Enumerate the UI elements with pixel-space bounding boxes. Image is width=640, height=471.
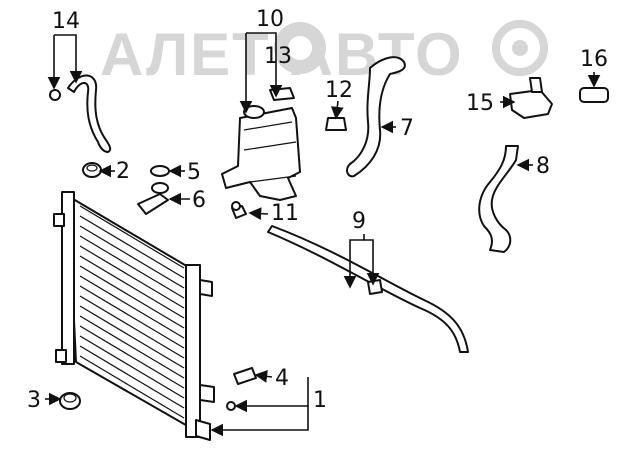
callout-10: 10 — [256, 7, 284, 32]
drain-plug — [59, 392, 81, 410]
bolt-11 — [231, 201, 247, 219]
overflow-hose — [49, 74, 112, 153]
callout-16: 16 — [580, 47, 608, 72]
callout-3: 3 — [27, 388, 41, 413]
radiator — [53, 191, 215, 441]
callout-9: 9 — [352, 209, 366, 234]
callout-labels: 14 2 3 4 1 5 6 7 8 9 10 11 12 13 15 16 — [27, 7, 608, 413]
bleed-fitting — [137, 182, 169, 215]
clip-12 — [325, 117, 347, 131]
coolant-reservoir — [221, 105, 301, 201]
callout-14: 14 — [52, 9, 80, 34]
callout-15: 15 — [466, 91, 494, 116]
bypass-hose — [267, 225, 469, 353]
watermark-gear-icon — [274, 22, 326, 74]
leader-lines — [45, 32, 601, 437]
watermark-logo: АЛЕТ АВТО — [100, 20, 548, 88]
water-outlet — [509, 77, 553, 119]
callout-11: 11 — [271, 201, 299, 226]
callout-13: 13 — [264, 44, 292, 69]
callout-6: 6 — [192, 188, 206, 213]
lower-radiator-hose — [478, 145, 519, 253]
reservoir-bracket — [269, 87, 295, 101]
callout-2: 2 — [116, 159, 130, 184]
callout-12: 12 — [325, 78, 353, 103]
callout-7: 7 — [400, 116, 414, 141]
hose-clamp-5 — [150, 165, 170, 177]
radiator-cap-2 — [82, 162, 102, 178]
small-tube — [579, 87, 609, 103]
upper-radiator-hose — [346, 56, 406, 178]
callout-1: 1 — [313, 388, 327, 413]
callout-8: 8 — [536, 154, 550, 179]
sensor-part — [226, 367, 257, 411]
callout-5: 5 — [187, 160, 201, 185]
callout-4: 4 — [275, 366, 289, 391]
watermark-wheel-icon — [492, 20, 548, 76]
